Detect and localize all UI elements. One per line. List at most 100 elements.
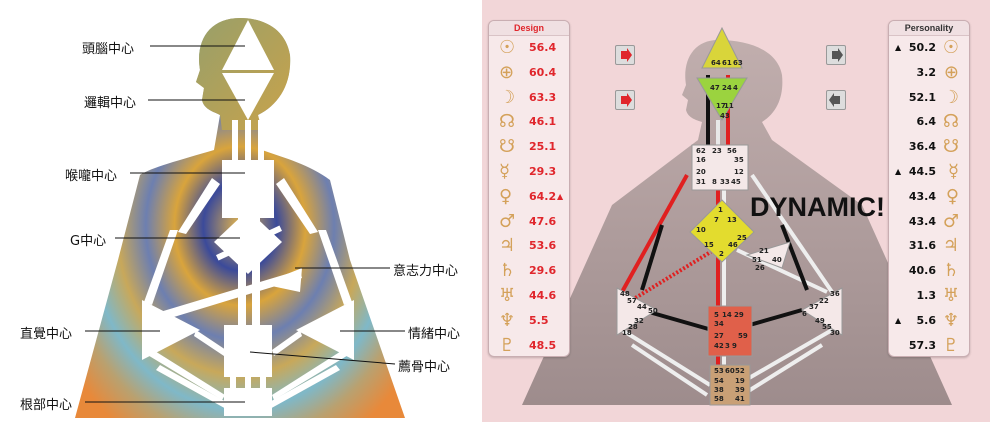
personality-row: 36.4☋ xyxy=(889,136,969,158)
gate-line-value: 56.4 xyxy=(529,41,557,54)
label-pointers xyxy=(85,45,405,403)
planet-glyph-icon: ⊕ xyxy=(943,61,959,83)
arrow-right-icon xyxy=(832,48,843,62)
svg-text:48: 48 xyxy=(620,290,630,298)
svg-text:38: 38 xyxy=(714,386,724,394)
gate-line-value: 29.3 xyxy=(529,165,557,178)
personality-panel: Personality ▲50.2☉3.2⊕52.1☽6.4☊36.4☋▲44.… xyxy=(888,20,970,357)
svg-text:28: 28 xyxy=(628,323,638,331)
chart-spleen-center xyxy=(616,287,658,336)
svg-text:15: 15 xyxy=(704,241,714,249)
gate-line-value: 53.6 xyxy=(529,239,557,253)
svg-text:47: 47 xyxy=(710,84,720,92)
chart-solar-center xyxy=(801,287,843,336)
chart-head-center xyxy=(701,26,743,69)
chart-root-center xyxy=(709,364,751,406)
planet-glyph-icon: ♂ xyxy=(499,210,516,232)
chart-g-center xyxy=(689,199,755,263)
svg-text:42: 42 xyxy=(714,342,724,350)
arrow-right-icon xyxy=(621,93,632,107)
svg-text:24: 24 xyxy=(722,84,732,92)
design-arrow-button-2[interactable] xyxy=(615,90,635,110)
svg-text:52: 52 xyxy=(735,367,745,375)
design-row: ▲64.2♀ xyxy=(489,186,569,208)
svg-text:63: 63 xyxy=(733,59,743,67)
design-row: 29.6 ♄ xyxy=(489,260,569,282)
personality-row: ▲44.5☿ xyxy=(889,161,969,183)
personality-row: 31.6 ♃ xyxy=(889,235,969,257)
svg-text:22: 22 xyxy=(819,297,829,305)
gate-line-value: 43.4 xyxy=(908,189,936,203)
svg-text:39: 39 xyxy=(735,386,745,394)
planet-glyph-icon: ☉ xyxy=(942,37,959,58)
svg-text:49: 49 xyxy=(815,317,825,325)
throat-center xyxy=(222,160,274,218)
personality-arrow-button-2[interactable] xyxy=(826,90,846,110)
planet-glyph-icon: ☿ xyxy=(499,161,511,182)
label-g-center: G中心 xyxy=(70,234,107,249)
design-arrow-button-1[interactable] xyxy=(615,45,635,65)
svg-text:13: 13 xyxy=(727,216,737,224)
planet-glyph-icon: ☊ xyxy=(499,111,515,133)
gate-line-value: 48.5 xyxy=(529,338,557,352)
planet-glyph-icon: ♃ xyxy=(942,235,959,257)
svg-text:59: 59 xyxy=(738,332,748,340)
svg-text:14: 14 xyxy=(722,311,732,319)
label-emotion-center: 情緒中心 xyxy=(408,327,461,342)
planet-glyph-icon: ☽ xyxy=(499,86,516,108)
planet-glyph-icon: ♀ xyxy=(499,185,513,207)
svg-text:34: 34 xyxy=(714,320,724,328)
bodygraph-illustration: 頭腦中心 邏輯中心 喉嚨中心 G中心 意志力中心 直覺中心 情緒中心 薦骨中心 … xyxy=(0,0,470,422)
personality-arrow-button-1[interactable] xyxy=(826,45,846,65)
gate-line-value: 29.6 xyxy=(529,264,557,278)
spleen-center xyxy=(142,300,200,360)
svg-text:6: 6 xyxy=(802,310,807,318)
planet-glyph-icon: ♆ xyxy=(942,309,959,331)
planet-glyph-icon: ♄ xyxy=(499,260,516,282)
personality-row: 52.1☽ xyxy=(889,87,969,109)
bodygraph-art xyxy=(75,18,405,418)
gate-line-value: 40.6 xyxy=(908,264,936,278)
svg-text:61: 61 xyxy=(722,59,732,67)
planet-glyph-icon: ☋ xyxy=(499,136,515,158)
personality-title: Personality xyxy=(889,21,969,36)
gate-line-value: 44.5 xyxy=(908,165,936,178)
design-panel: Design 56.4☉60.4⊕63.3☽46.1☊25.1☋29.3☿▲64… xyxy=(488,20,570,357)
personality-row: 57.3♇ xyxy=(889,335,969,357)
gate-line-value: 57.3 xyxy=(908,338,936,352)
solar-plexus-center xyxy=(296,300,354,360)
svg-text:32: 32 xyxy=(634,317,644,325)
design-row: 48.5♇ xyxy=(489,335,569,357)
centers-graph xyxy=(142,20,354,416)
planet-glyph-icon: ♂ xyxy=(942,210,959,232)
gate-line-value: 63.3 xyxy=(529,90,557,104)
svg-text:51: 51 xyxy=(752,256,762,264)
exaltation-marker: ▲ xyxy=(895,315,902,325)
svg-text:29: 29 xyxy=(734,311,744,319)
label-logic-center: 邏輯中心 xyxy=(84,96,137,111)
svg-text:5: 5 xyxy=(714,311,719,319)
exaltation-marker: ▲ xyxy=(895,167,902,176)
design-row: 60.4⊕ xyxy=(489,62,569,84)
gate-line-value: 25.1 xyxy=(529,140,557,154)
svg-text:20: 20 xyxy=(696,168,706,176)
personality-row: 43.4♀ xyxy=(889,186,969,208)
svg-text:35: 35 xyxy=(734,156,744,164)
svg-text:62: 62 xyxy=(696,147,706,155)
svg-text:12: 12 xyxy=(734,168,744,176)
chart-throat-center xyxy=(691,144,749,191)
planet-glyph-icon: ♅ xyxy=(942,285,959,306)
svg-text:33: 33 xyxy=(720,178,730,186)
svg-text:9: 9 xyxy=(732,342,737,350)
svg-text:46: 46 xyxy=(728,241,738,249)
label-intuition-center: 直覺中心 xyxy=(20,327,73,342)
gate-line-value: 47.6 xyxy=(529,214,557,228)
svg-text:43: 43 xyxy=(720,112,730,120)
planet-glyph-icon: ♅ xyxy=(499,285,516,306)
gate-line-value: 31.6 xyxy=(908,239,936,253)
arrow-right-icon xyxy=(621,48,632,62)
svg-text:26: 26 xyxy=(755,264,765,272)
svg-text:54: 54 xyxy=(714,377,724,385)
design-row: 5.5♆ xyxy=(489,310,569,332)
chart-sacral-center xyxy=(707,305,753,357)
